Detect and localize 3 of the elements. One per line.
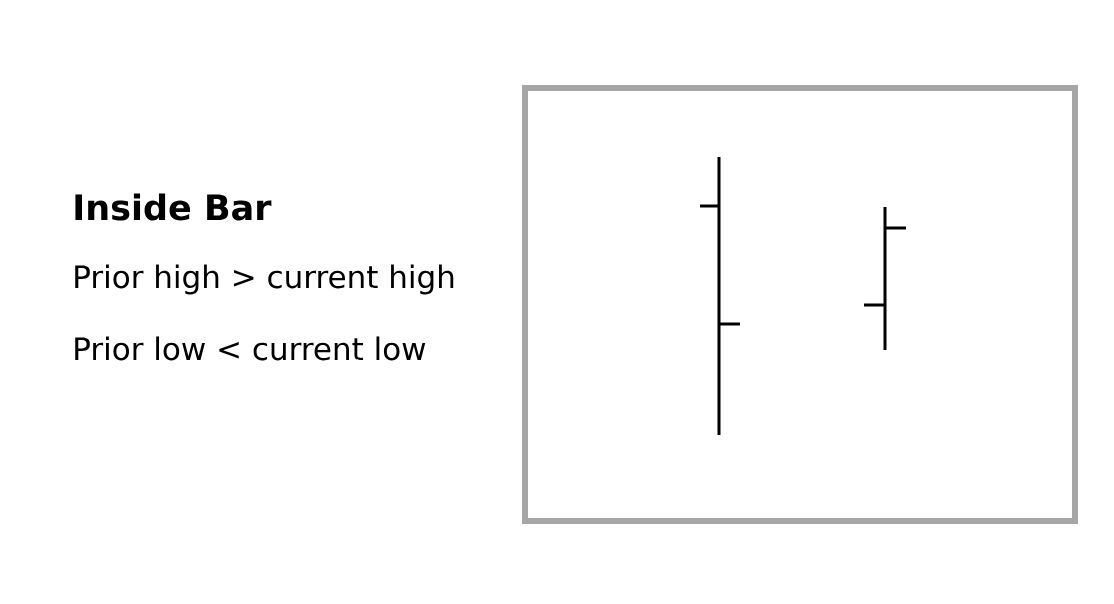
condition-text: Prior high > current high [75, 264, 454, 295]
condition-text: Prior low < current low [75, 336, 426, 361]
title: Inside Bar [75, 193, 272, 221]
